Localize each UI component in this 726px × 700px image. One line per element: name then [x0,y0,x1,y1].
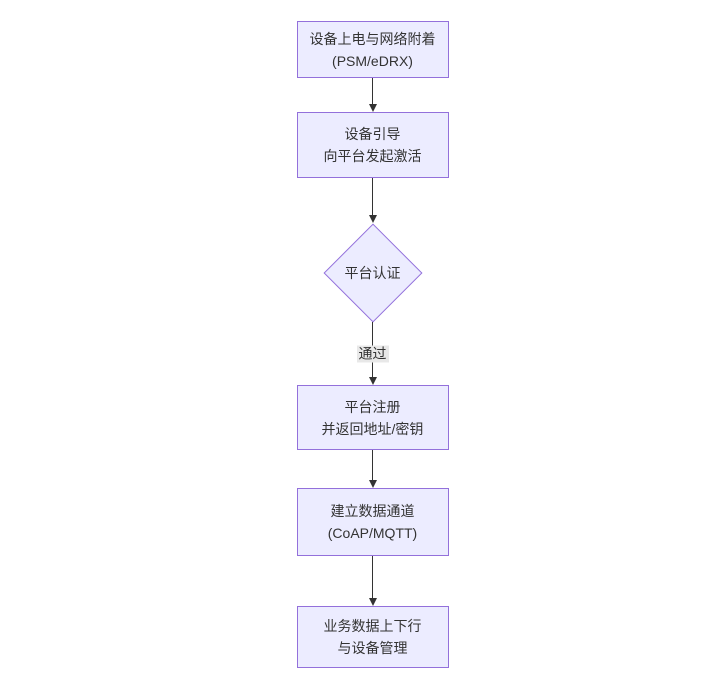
edge-line [372,78,373,105]
node-text-line: 并返回地址/密钥 [321,420,424,437]
arrow-down-icon [368,215,377,223]
edge-auth-to-register: 通过 [356,322,389,385]
node-text-line: 平台注册 [344,398,401,415]
node-business-mgmt: 业务数据上下行 与设备管理 [296,606,449,668]
node-text-line: 业务数据上下行 [323,618,422,634]
node-power-attach: 设备上电与网络附着 (PSM/eDRX) [296,21,449,78]
arrow-down-icon [368,104,377,112]
node-text-line: 设备上电与网络附着 [309,30,436,47]
node-text-line: 向平台发起激活 [323,148,422,164]
arrow-down-icon [368,598,377,606]
node-text-line: (CoAP/MQTT) [327,525,418,541]
node-text-line: 建立数据通道 [330,503,415,519]
decision-platform-auth: 平台认证 [323,223,422,322]
node-text-line: (PSM/eDRX) [332,52,413,69]
node-text-line: 与设备管理 [337,640,408,656]
edge-channel-to-business [363,556,383,606]
edge-bootstrap-to-auth [363,178,383,223]
edge-line [372,178,373,216]
arrow-down-icon [368,480,377,488]
node-data-channel: 建立数据通道 (CoAP/MQTT) [296,488,449,556]
node-register: 平台注册 并返回地址/密钥 [296,385,449,450]
edge-line [372,556,373,599]
flowchart-canvas: 设备上电与网络附着 (PSM/eDRX) 设备引导 向平台发起激活 平台认证 通… [0,21,726,668]
edge-line [372,450,373,481]
node-bootstrap: 设备引导 向平台发起激活 [296,112,449,178]
edge-label-pass: 通过 [356,345,389,362]
edge-power-to-bootstrap [363,78,383,112]
node-text-line: 平台认证 [344,264,401,281]
edge-register-to-channel [363,450,383,488]
node-text-line: 设备引导 [344,126,401,142]
arrow-down-icon [368,377,377,385]
